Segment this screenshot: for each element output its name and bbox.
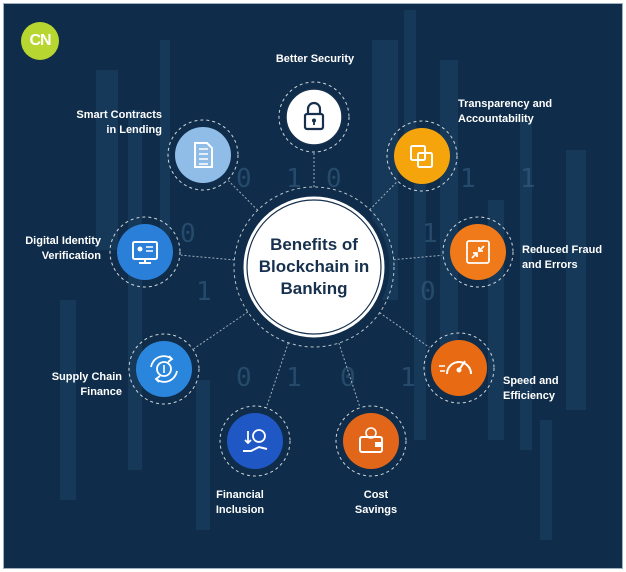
svg-text:1: 1 <box>400 363 416 393</box>
benefit-node <box>278 81 350 153</box>
benefit-node <box>219 405 291 477</box>
benefit-node <box>167 119 239 191</box>
label-speed-efficiency: Speed and Efficiency <box>503 375 559 402</box>
svg-text:0: 0 <box>236 164 252 194</box>
svg-text:0: 0 <box>340 363 356 393</box>
svg-text:0: 0 <box>420 277 436 307</box>
overlapping-squares-icon <box>410 145 433 168</box>
hub-title: Benefits of Blockchain in Banking <box>258 235 370 298</box>
benefit-node <box>423 332 495 404</box>
benefit-node <box>109 216 181 288</box>
connector-lines <box>180 153 443 408</box>
speedometer-icon <box>439 360 472 375</box>
svg-text:0: 0 <box>326 164 342 194</box>
hand-money-icon <box>243 429 268 452</box>
shrink-arrows-icon <box>466 240 490 264</box>
label-digital-identity: Digital Identity Verification <box>25 235 101 262</box>
label-transparency: Transparency and Accountability <box>458 98 553 125</box>
benefit-node <box>386 120 458 192</box>
label-financial-inclusion: Financial Inclusion <box>215 489 265 516</box>
svg-text:1: 1 <box>286 363 302 393</box>
svg-text:1: 1 <box>286 164 302 194</box>
svg-text:1: 1 <box>460 164 476 194</box>
benefit-node <box>335 405 407 477</box>
svg-text:1: 1 <box>520 164 536 194</box>
wallet-icon <box>359 427 383 453</box>
label-cost-savings: Cost Savings <box>354 489 398 516</box>
lock-icon <box>303 101 325 131</box>
dollar-cycle-icon <box>150 355 178 383</box>
document-icon <box>194 142 213 168</box>
benefit-node <box>128 333 200 405</box>
svg-text:1: 1 <box>422 219 438 249</box>
center-hub <box>233 186 395 348</box>
id-monitor-icon <box>132 241 158 264</box>
svg-text:1: 1 <box>196 277 212 307</box>
label-supply-chain: Supply Chain Finance <box>51 371 122 398</box>
label-better-security: Better Security <box>275 53 355 65</box>
svg-text:0: 0 <box>236 363 252 393</box>
label-smart-contracts: Smart Contracts in Lending <box>76 109 162 136</box>
benefit-node <box>442 216 514 288</box>
benefit-nodes <box>109 81 514 477</box>
svg-text:0: 0 <box>180 219 196 249</box>
label-reduced-fraud: Reduced Fraud and Errors <box>522 244 603 271</box>
logo: CN <box>21 22 59 60</box>
